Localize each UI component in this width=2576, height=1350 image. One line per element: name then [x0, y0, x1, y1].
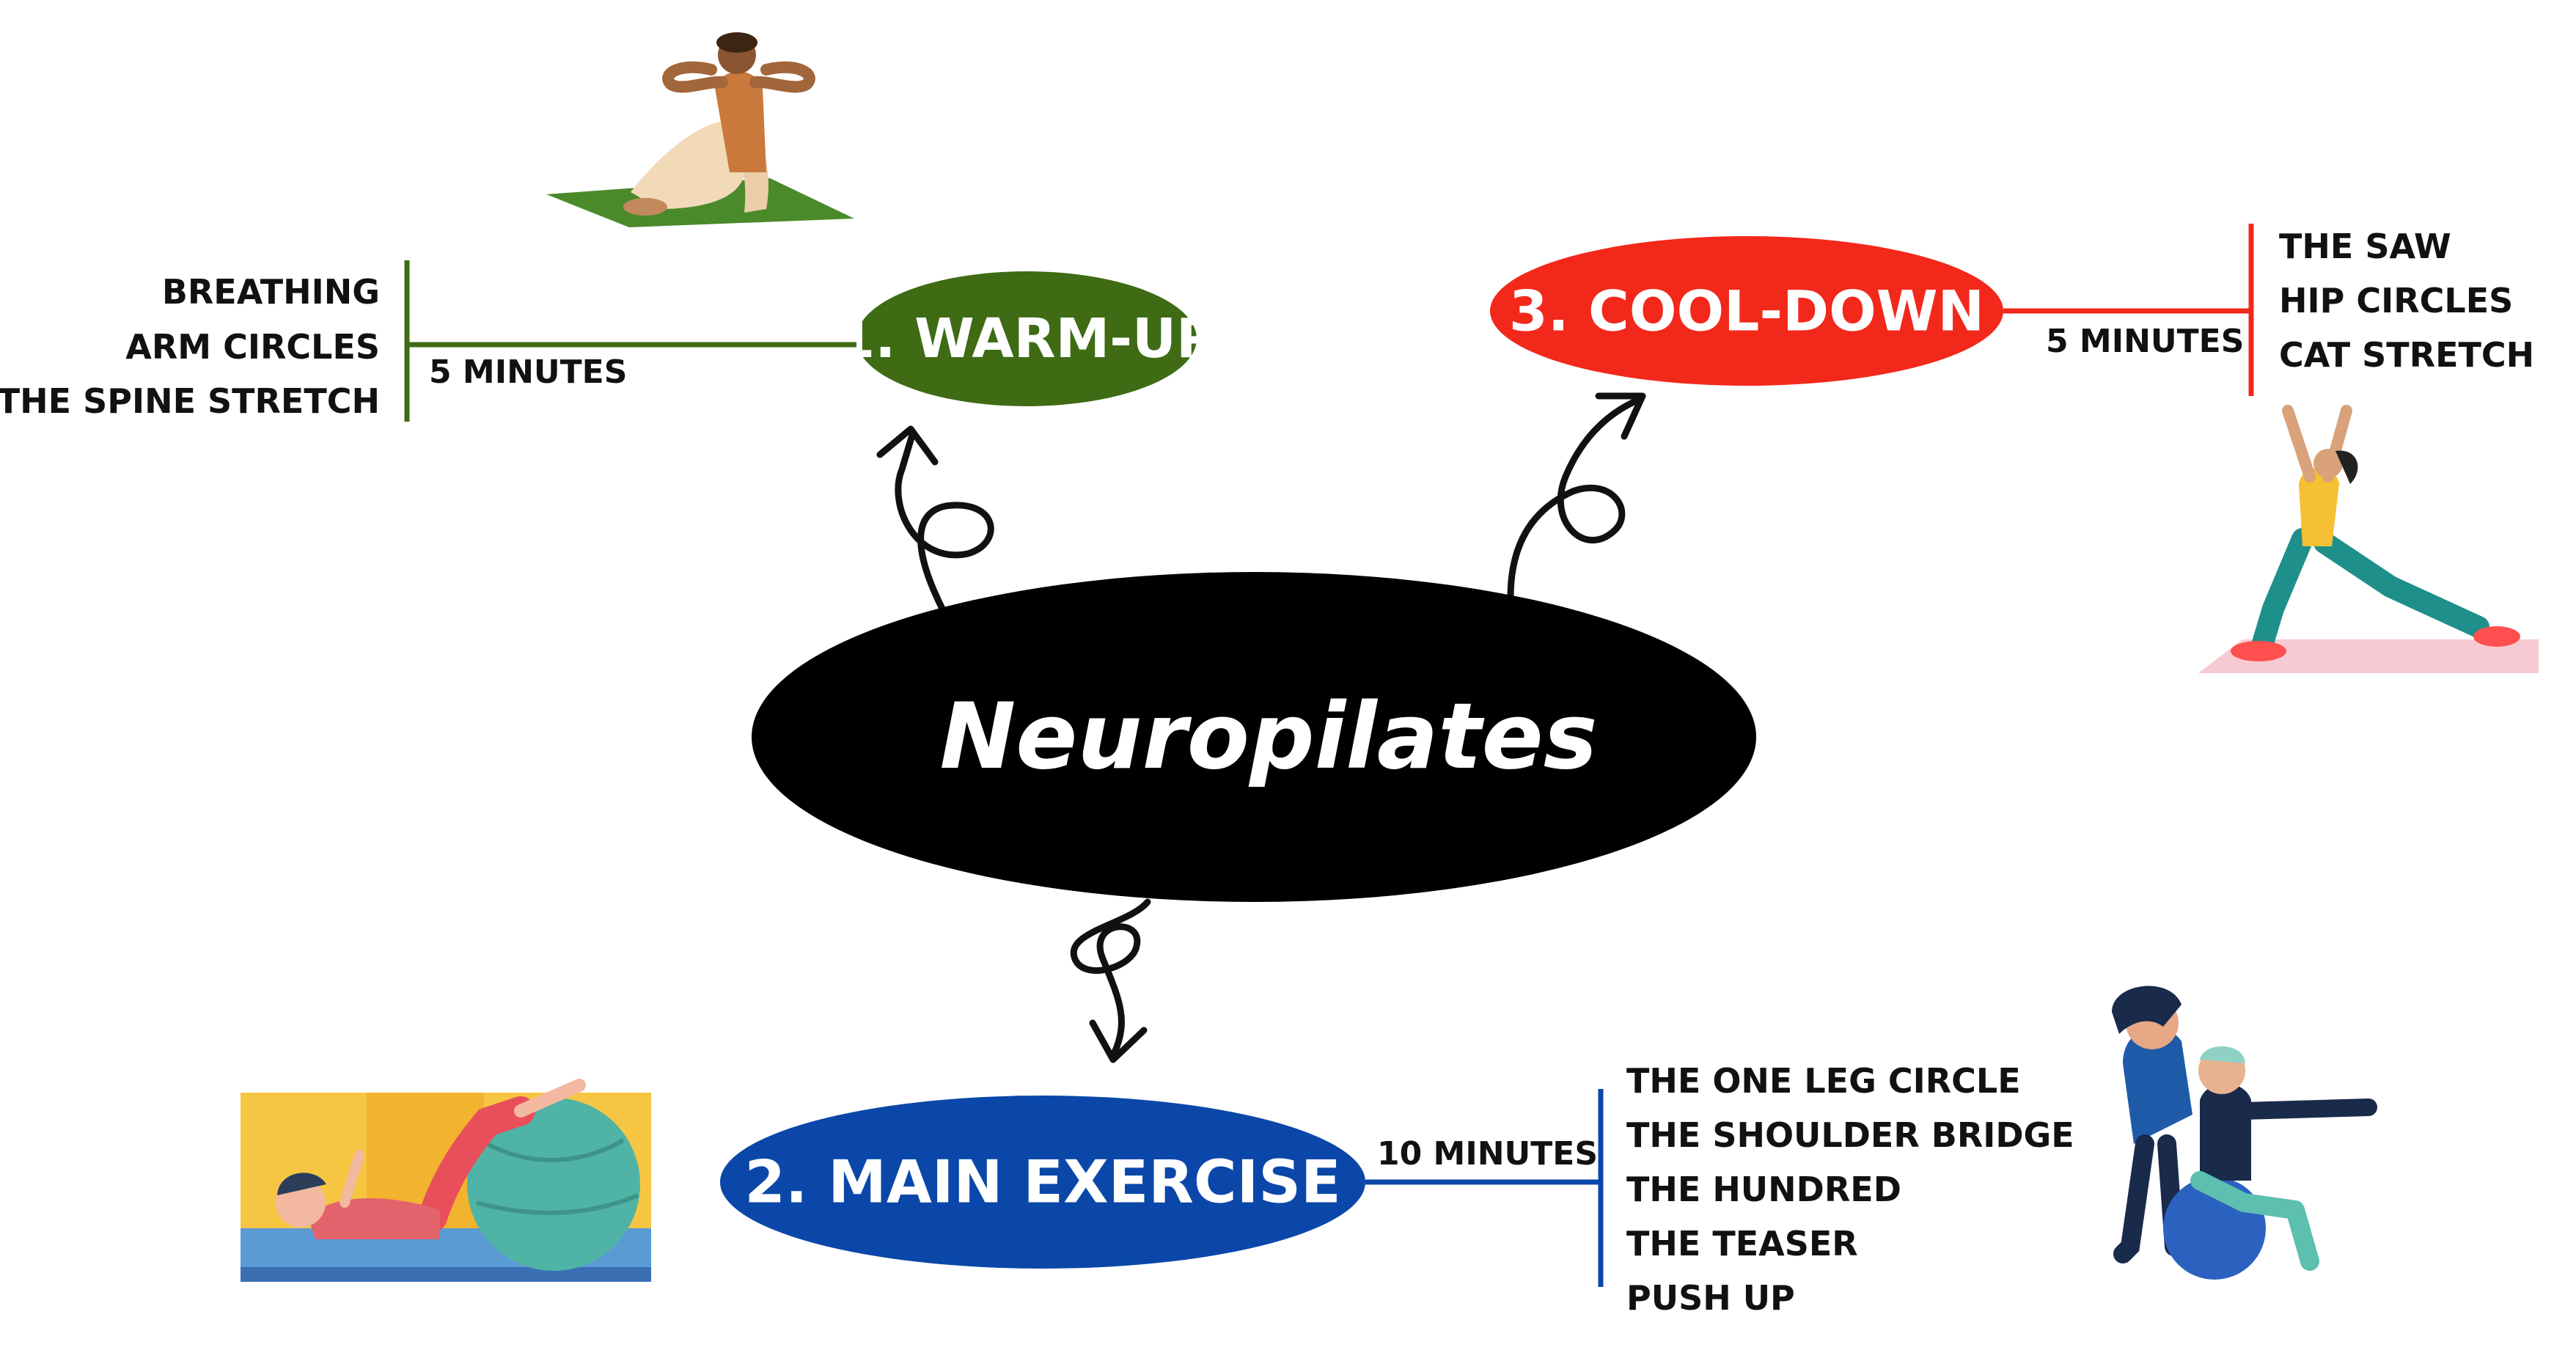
list-item: THE SPINE STRETCH — [0, 381, 380, 421]
list-item: THE HUNDRED — [1626, 1170, 1901, 1209]
cooldown-node: 3. COOL-DOWN — [1490, 236, 2003, 386]
warmup-connector — [404, 260, 856, 422]
main-exercise-list: THE ONE LEG CIRCLE THE SHOULDER BRIDGE T… — [1626, 1061, 2074, 1318]
list-item: CAT STRETCH — [2279, 335, 2534, 375]
center-node: Neuropilates — [752, 572, 1756, 902]
main-exercise-title: 2. MAIN EXERCISE — [744, 1148, 1340, 1217]
center-title: Neuropilates — [939, 684, 1597, 790]
woman-on-exercise-ball-illustration — [241, 1079, 651, 1282]
cooldown-title: 3. COOL-DOWN — [1509, 279, 1984, 344]
therapist-assisting-patient-illustration — [2112, 986, 2377, 1280]
warmup-exercise-list: BREATHING ARM CIRCLES THE SPINE STRETCH — [0, 272, 380, 421]
main-exercise-connector — [1365, 1089, 1604, 1287]
warmup-title: 1. WARM-UP — [837, 307, 1217, 370]
list-item: HIP CIRCLES — [2279, 281, 2513, 320]
situp-woman-on-mat-illustration — [546, 32, 854, 227]
list-item: THE SHOULDER BRIDGE — [1626, 1115, 2074, 1155]
arrow-to-main-exercise — [1070, 898, 1151, 1063]
list-item: THE SAW — [2279, 227, 2451, 266]
cooldown-connector — [2003, 224, 2254, 396]
list-item: PUSH UP — [1626, 1278, 1795, 1318]
lunge-stretch-woman-illustration — [2198, 405, 2539, 673]
arrow-to-cooldown — [1507, 392, 1646, 601]
main-exercise-duration: 10 MINUTES — [1377, 1135, 1598, 1173]
arrow-to-warmup — [876, 425, 994, 612]
list-item: THE TEASER — [1626, 1224, 1858, 1263]
warmup-duration: 5 MINUTES — [429, 353, 627, 391]
main-exercise-node: 2. MAIN EXERCISE — [720, 1096, 1365, 1269]
list-item: THE ONE LEG CIRCLE — [1626, 1061, 2021, 1101]
cooldown-duration: 5 MINUTES — [2046, 323, 2244, 360]
cooldown-exercise-list: THE SAW HIP CIRCLES CAT STRETCH — [2279, 227, 2534, 375]
list-item: BREATHING — [162, 272, 380, 312]
warmup-node: 1. WARM-UP — [837, 271, 1217, 406]
list-item: ARM CIRCLES — [125, 327, 380, 367]
